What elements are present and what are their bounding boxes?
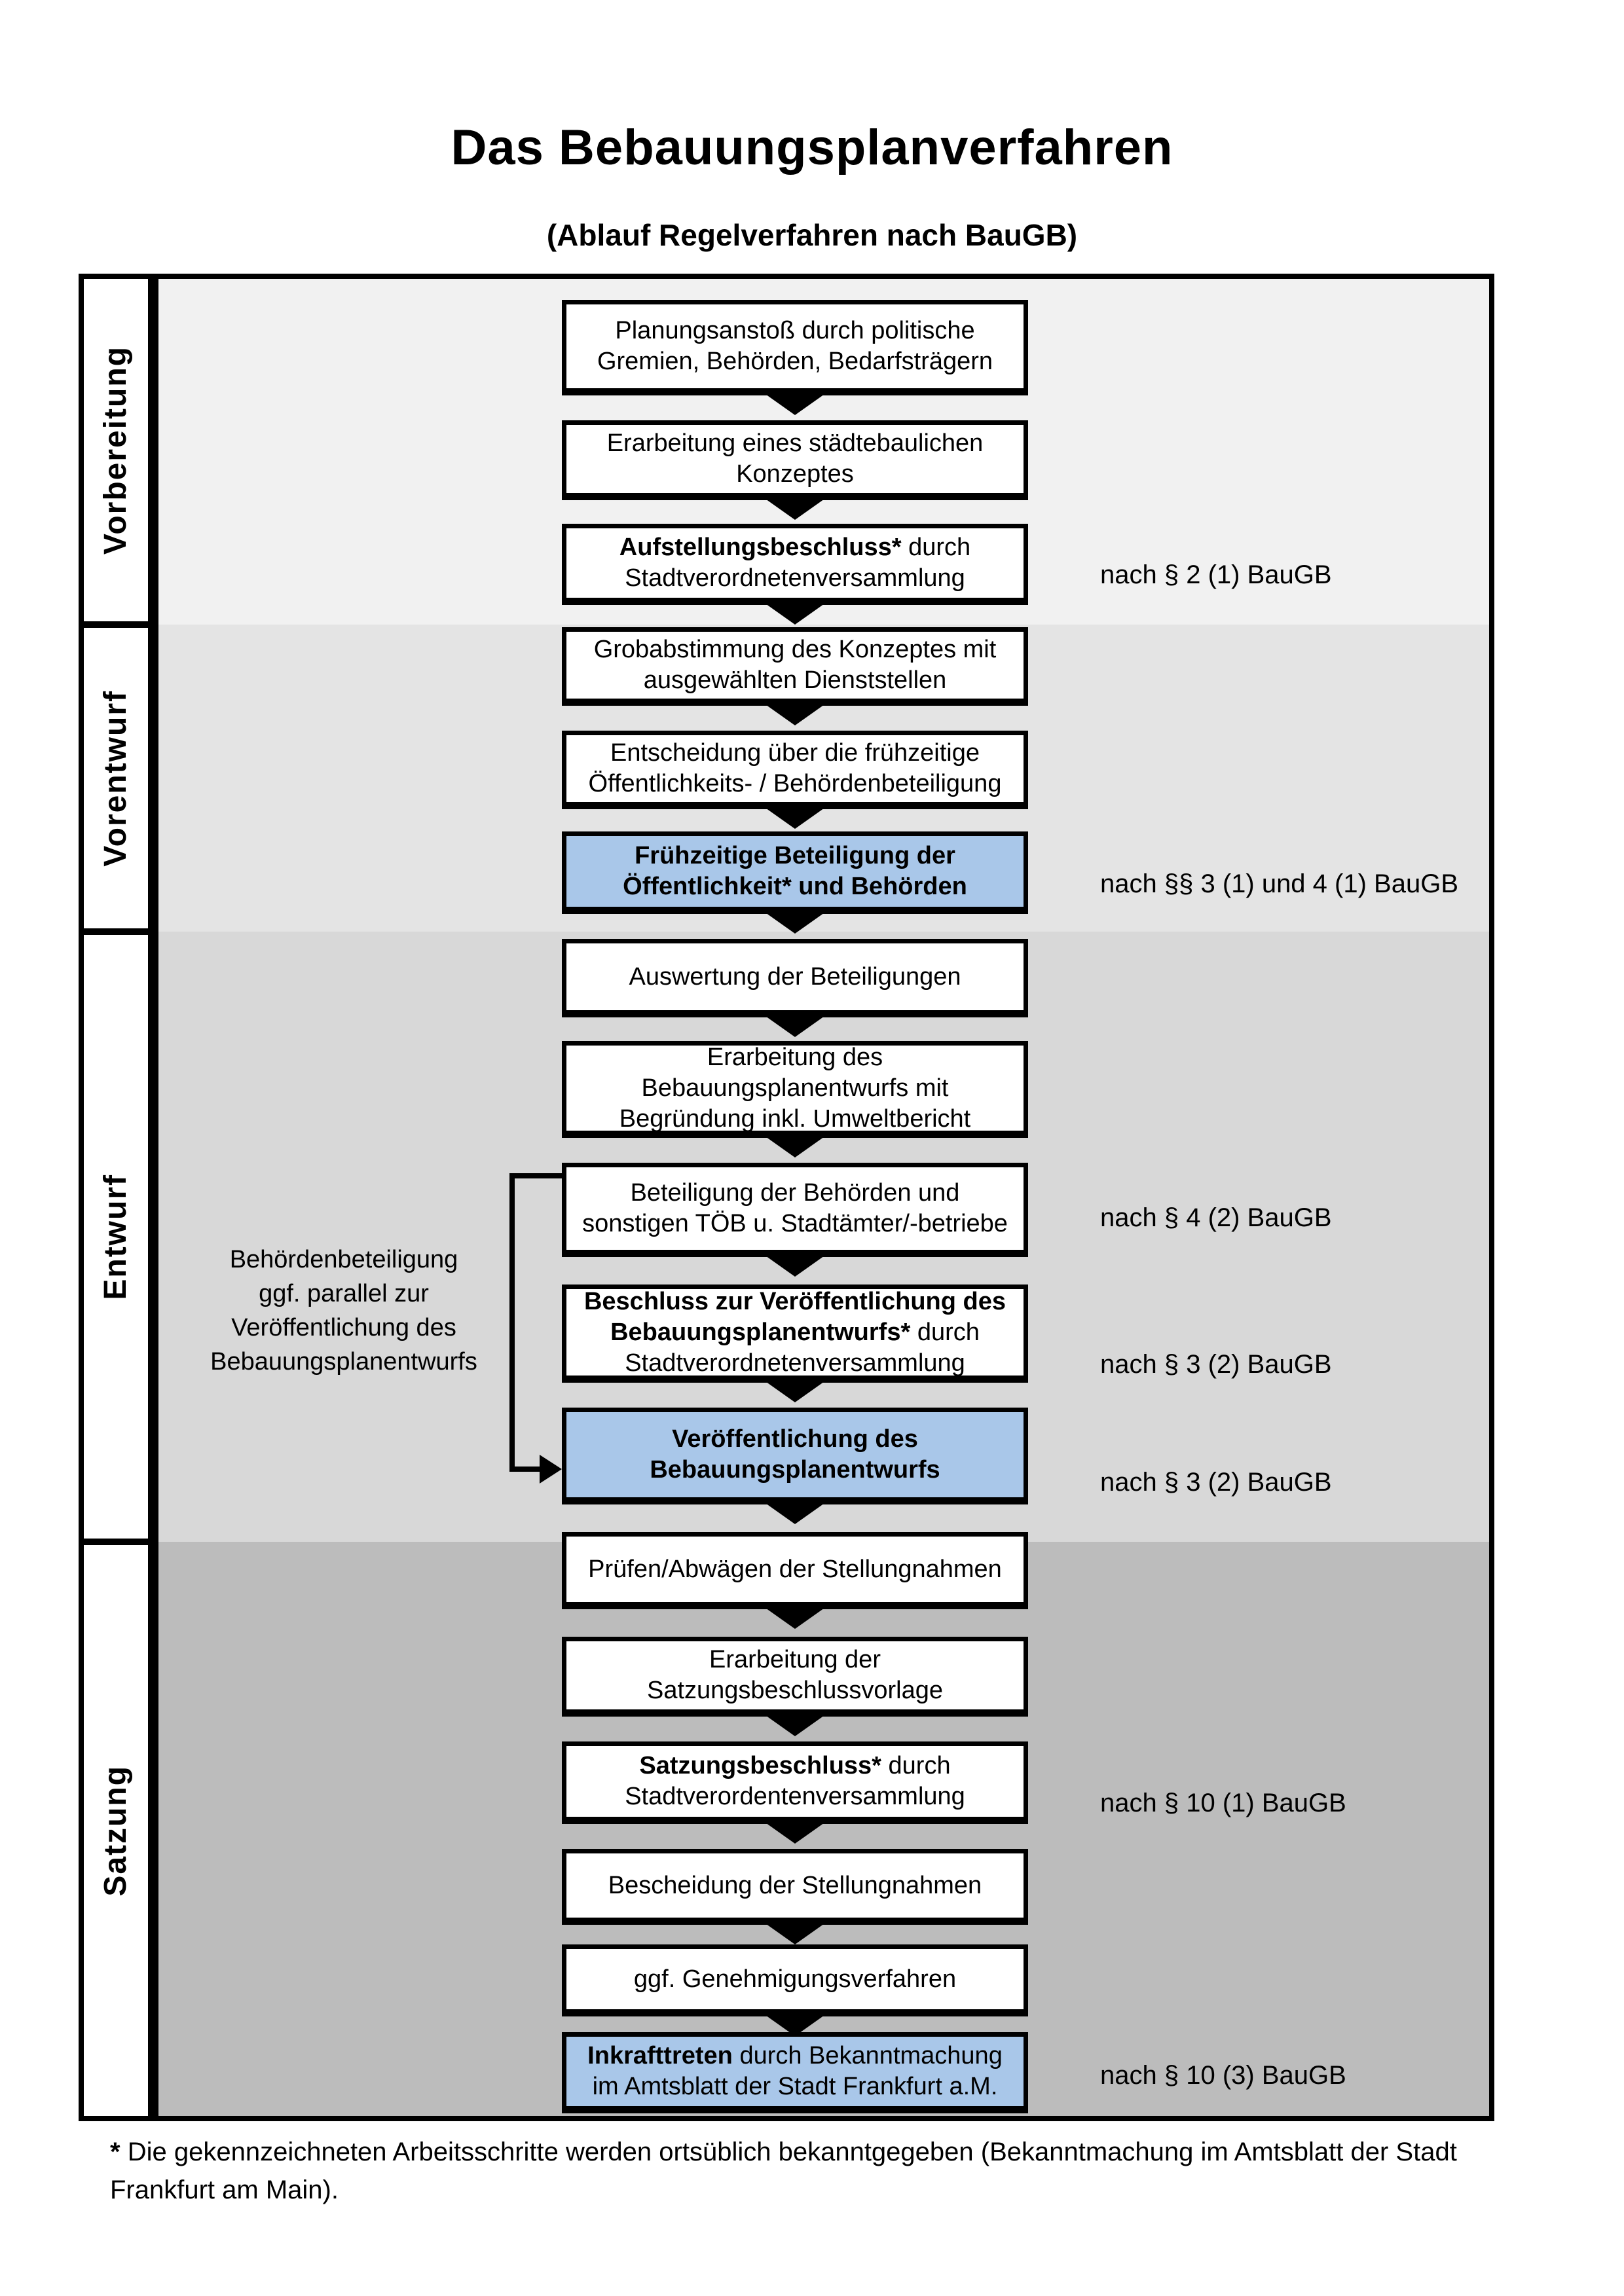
footnote-text: Die gekennzeichneten Arbeitsschritte wer… bbox=[110, 2138, 1457, 2204]
side-note-line: Bebauungsplanentwurfs bbox=[210, 1348, 477, 1376]
step-inkrafttreten: Inkrafttreten durch Bekanntmachung im Amt… bbox=[562, 2032, 1028, 2113]
step-text-line: Erarbeitung des bbox=[707, 1043, 883, 1071]
step-text-line: Öffentlichkeits- / Behördenbeteiligung bbox=[588, 770, 1002, 797]
phase-label-entwurf: Entwurf bbox=[98, 1173, 133, 1300]
step-text-line: Erarbeitung eines städtebaulichen bbox=[606, 429, 984, 457]
phase-separator bbox=[79, 1539, 158, 1545]
label-column-divider bbox=[148, 274, 158, 2121]
step-text-line: Stadtverordentenversammlung bbox=[625, 1783, 965, 1810]
step-text-line: Veröffentlichung des bbox=[672, 1425, 918, 1453]
phase-separator bbox=[79, 928, 158, 935]
phase-label-satzung: Satzung bbox=[98, 1764, 133, 1897]
step-text-line: Prüfen/Abwägen der Stellungnahmen bbox=[588, 1555, 1002, 1583]
step-text-line: Planungsanstoß durch politische bbox=[615, 317, 975, 344]
arrow-down-icon bbox=[764, 1922, 826, 1944]
footnote-marker: * bbox=[110, 2138, 120, 2166]
page-subtitle: (Ablauf Regelverfahren nach BauGB) bbox=[546, 218, 1078, 252]
step-text-line: Auswertung der Beteiligungen bbox=[629, 962, 961, 991]
step-text-line: Stadtverordnetenversammlung bbox=[625, 1349, 965, 1377]
step-text-line: Aufstellungsbeschluss* durch bbox=[619, 534, 971, 561]
step-text-line: sonstigen TÖB u. Stadtämter/-betriebe bbox=[582, 1210, 1008, 1237]
arrow-down-icon bbox=[764, 1015, 826, 1037]
side-note-line: Behördenbeteiligung bbox=[229, 1246, 458, 1273]
elbow-connector-top bbox=[509, 1173, 564, 1178]
arrow-down-icon bbox=[764, 1821, 826, 1844]
arrow-down-icon bbox=[764, 1714, 826, 1736]
arrow-down-icon bbox=[764, 1254, 826, 1277]
arrow-down-icon bbox=[764, 393, 826, 415]
arrow-down-icon bbox=[764, 1380, 826, 1402]
legal-reference: nach § 3 (2) BauGB bbox=[1100, 1468, 1332, 1497]
step-auswertung: Auswertung der Beteiligungen bbox=[562, 939, 1028, 1017]
legal-reference: nach § 10 (3) BauGB bbox=[1100, 2061, 1346, 2090]
step-text-line: Bebauungsplanentwurfs* durch bbox=[610, 1318, 980, 1346]
arrow-down-icon bbox=[764, 1502, 826, 1524]
step-grobabstimmung: Grobabstimmung des Konzeptes mit ausgewäh… bbox=[562, 627, 1028, 706]
arrow-down-icon bbox=[764, 2014, 826, 2036]
step-text-line: Beschluss zur Veröffentlichung des bbox=[583, 1287, 1006, 1315]
phase-label-vorbereitung: Vorbereitung bbox=[98, 345, 133, 555]
arrow-down-icon bbox=[764, 807, 826, 829]
phase-separator bbox=[79, 621, 158, 628]
step-text-line: im Amtsblatt der Stadt Frankfurt a.M. bbox=[592, 2073, 998, 2100]
step-text-line: Öffentlichkeit* und Behörden bbox=[623, 873, 967, 900]
elbow-arrowhead-icon bbox=[540, 1455, 562, 1484]
step-text-line: Stadtverordnetenversammlung bbox=[625, 564, 965, 592]
step-text-line: Satzungsbeschlussvorlage bbox=[646, 1677, 944, 1704]
arrow-down-icon bbox=[764, 602, 826, 625]
legal-reference: nach § 2 (1) BauGB bbox=[1100, 560, 1332, 589]
step-text-line: Konzeptes bbox=[736, 460, 854, 488]
step-text-line: Frühzeitige Beteiligung der bbox=[635, 842, 955, 869]
step-text-line: ausgewählten Dienststellen bbox=[643, 666, 947, 694]
page-title: Das Bebauungsplanverfahren bbox=[451, 120, 1173, 175]
step-text-line: Inkrafttreten durch Bekanntmachung bbox=[587, 2042, 1003, 2069]
step-text-line: Begründung inkl. Umweltbericht bbox=[619, 1104, 971, 1133]
arrow-down-icon bbox=[764, 1135, 826, 1157]
arrow-down-icon bbox=[764, 1607, 826, 1629]
step-text-line: Gremien, Behörden, Bedarfsträgern bbox=[597, 348, 993, 375]
step-pruefen-abwaegen: Prüfen/Abwägen der Stellungnahmen bbox=[562, 1532, 1028, 1609]
footnote: * Die gekennzeichneten Arbeitsschritte w… bbox=[110, 2133, 1538, 2209]
legal-reference: nach § 10 (1) BauGB bbox=[1100, 1789, 1346, 1817]
legal-reference: nach § 3 (2) BauGB bbox=[1100, 1350, 1332, 1379]
legal-reference: nach §§ 3 (1) und 4 (1) BauGB bbox=[1100, 869, 1458, 898]
arrow-down-icon bbox=[764, 498, 826, 520]
step-text-line: Erarbeitung der bbox=[709, 1646, 881, 1673]
elbow-connector-vertical bbox=[509, 1173, 515, 1472]
legal-reference: nach § 4 (2) BauGB bbox=[1100, 1203, 1332, 1232]
step-beteiligung-behoerden: Beteiligung der Behörden und sonstigen TÖ… bbox=[562, 1163, 1028, 1257]
step-text-line: Bebauungsplanentwurfs bbox=[650, 1456, 940, 1484]
step-text-line: Bebauungsplanentwurfs mit bbox=[641, 1074, 949, 1102]
step-text-line: Grobabstimmung des Konzeptes mit bbox=[593, 636, 997, 663]
side-note-behoerdenbeteiligung: Behördenbeteiligung ggf. parallel zur Ve… bbox=[193, 1243, 494, 1379]
phase-label-vorentwurf: Vorentwurf bbox=[98, 689, 133, 867]
step-genehmigungsverfahren: ggf. Genehmigungsverfahren bbox=[562, 1944, 1028, 2016]
step-text-line: Bescheidung der Stellungnahmen bbox=[608, 1871, 982, 1899]
elbow-connector-bottom bbox=[509, 1467, 542, 1472]
step-bescheidung: Bescheidung der Stellungnahmen bbox=[562, 1849, 1028, 1925]
arrow-down-icon bbox=[764, 911, 826, 934]
step-text-line: ggf. Genehmigungsverfahren bbox=[633, 1965, 957, 1993]
arrow-down-icon bbox=[764, 703, 826, 725]
step-text-line: Beteiligung der Behörden und bbox=[630, 1179, 960, 1207]
step-text-line: Entscheidung über die frühzeitige bbox=[610, 739, 980, 767]
side-note-line: ggf. parallel zur bbox=[259, 1280, 429, 1307]
step-text-line: Satzungsbeschluss* durch bbox=[639, 1752, 951, 1779]
side-note-line: Veröffentlichung des bbox=[231, 1314, 456, 1341]
